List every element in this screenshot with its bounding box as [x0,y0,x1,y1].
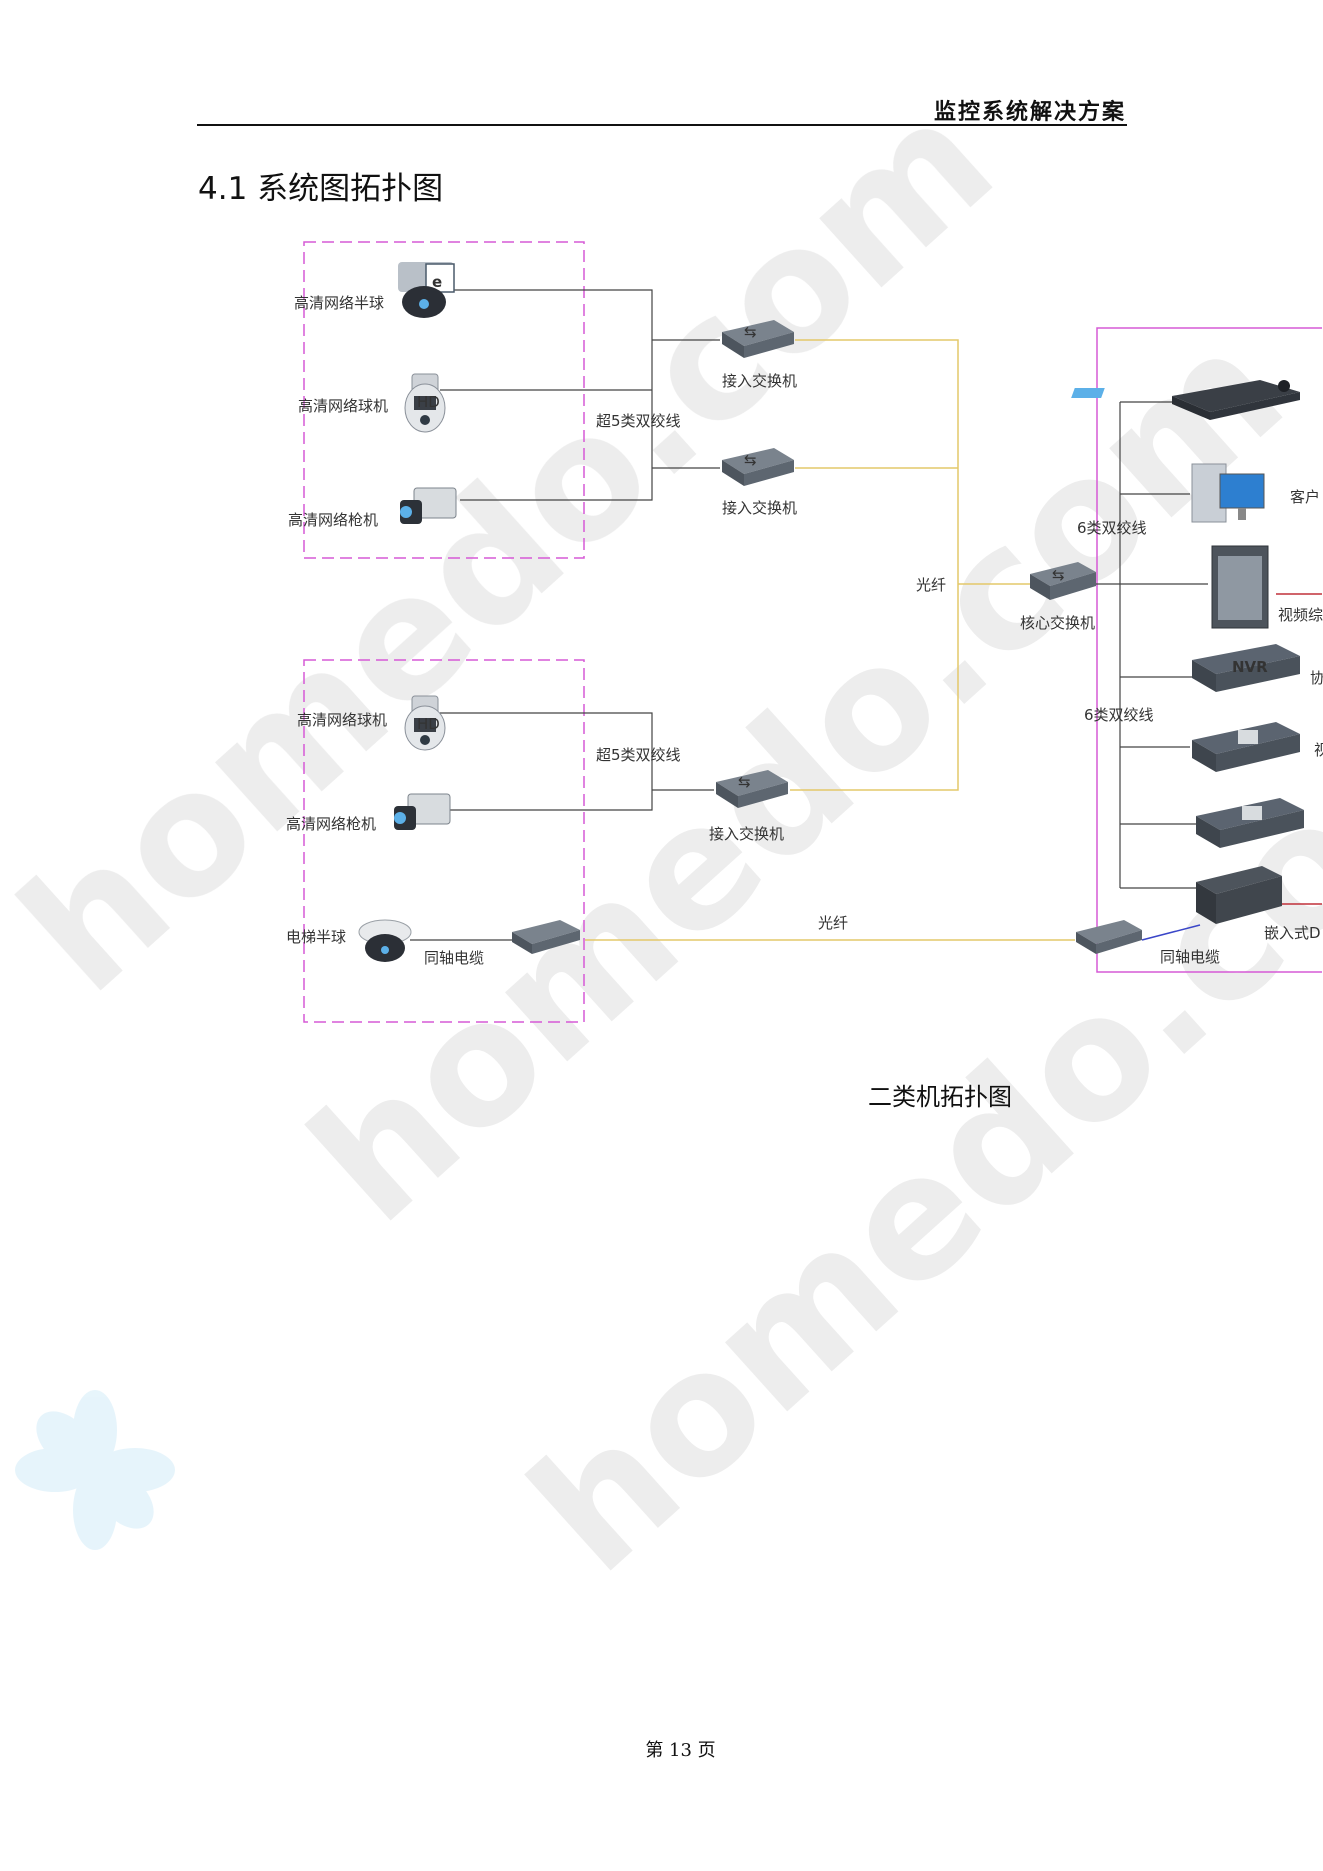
camera-group-1-border [303,241,585,559]
fiber-transceiver-left[interactable] [512,920,580,954]
nvr-device[interactable]: NVR 协 [1192,644,1323,692]
core-switch-icon [1030,562,1096,586]
monitor-icon [1219,473,1265,509]
hd-network-speed-dome-camera[interactable]: HD 高清网络球机 [298,373,446,433]
svg-text:⇆: ⇆ [738,773,751,791]
header-rule [197,124,1127,126]
fiber-bottom-label: 光纤 [818,914,848,932]
video-label: 视频综 [1278,606,1323,624]
decoder-device-1[interactable]: 视 [1192,722,1323,772]
flower-logo-watermark [15,1390,175,1550]
access-switch-1[interactable]: ⇆ 接入交换机 [722,320,797,390]
nvr-side-label: 协 [1310,669,1323,687]
elevator-dome-label: 电梯半球 [286,928,346,946]
switch-icon [722,320,794,346]
hd-network-speed-dome-camera-2[interactable]: HD 高清网络球机 [297,695,446,751]
transceiver-icon [1076,920,1142,944]
running-header: 监控系统解决方案 [933,99,1126,125]
elevator-dome-camera[interactable]: 电梯半球 [286,919,412,962]
client-label: 客户 [1290,488,1320,506]
core-switch-label: 核心交换机 [1020,614,1095,632]
cat5e-cable-label-2: 超5类双绞线 [596,746,681,764]
access-switch-3-label: 接入交换机 [709,825,784,843]
speed-dome-2-label: 高清网络球机 [297,711,387,729]
coax-cable-label-left: 同轴电缆 [424,949,484,967]
coax-link-right [1141,924,1201,941]
fiber-links [585,339,1075,941]
speed-dome-label: 高清网络球机 [298,397,388,415]
dome-camera-label: 高清网络半球 [294,294,384,312]
hd-network-bullet-camera-2[interactable]: 高清网络枪机 [286,793,451,833]
cat6-label-top: 6类双绞线 [1077,519,1147,537]
access-switch-3[interactable]: ⇆ 接入交换机 [709,770,788,843]
cat6-label-bottom: 6类双绞线 [1084,706,1154,724]
access-switch-2-label: 接入交换机 [722,499,797,517]
page-number: 第 13 页 [645,1740,716,1761]
ie-icon [425,263,455,293]
client-computer[interactable]: 客户 [1191,463,1320,523]
bullet-camera-label: 高清网络枪机 [288,511,378,529]
control-room-border [1096,327,1322,973]
camera-group-2-border [303,659,585,1023]
core-switch[interactable]: ⇆ 核心交换机 [1020,562,1096,632]
video-matrix-server[interactable]: 视频综 [1211,545,1323,629]
access-switch-2[interactable]: ⇆ 接入交换机 [722,448,797,517]
embedded-label: 嵌入式D [1264,924,1321,942]
watermark-text: homedo.com [0,62,1030,1031]
switch-icon [716,770,788,796]
svg-text:⇆: ⇆ [744,451,757,469]
section-heading: 4.1 系统图拓扑图 [198,171,444,207]
switch-icon [722,448,794,474]
hd-network-dome-camera[interactable]: e 高清网络半球 [294,262,455,318]
bullet-camera-2-label: 高清网络枪机 [286,815,376,833]
fiber-label: 光纤 [916,576,946,594]
hd-network-bullet-camera[interactable]: 高清网络枪机 [288,487,457,529]
decoder-device-2[interactable] [1196,798,1304,848]
diagram-caption: 二类机拓扑图 [868,1083,1012,1111]
access-switch-1-label: 接入交换机 [722,372,797,390]
fiber-transceiver-right[interactable] [1076,920,1142,954]
svg-text:HD: HD [417,715,440,733]
svg-text:⇆: ⇆ [1052,566,1065,584]
keyboard-icon [1172,380,1300,412]
svg-text:HD: HD [417,393,440,411]
device-side-label: 视 [1314,741,1323,759]
coax-cable-label-right: 同轴电缆 [1160,948,1220,966]
embedded-dvr[interactable]: 嵌入式D [1196,866,1321,942]
transceiver-icon [512,920,580,944]
svg-text:e: e [432,273,442,291]
copper-cables [440,289,1208,889]
nvr-text: NVR [1232,658,1268,676]
dvr-icon [1196,866,1282,894]
cat5e-cable-label-1: 超5类双绞线 [596,412,681,430]
watermark: homedo.com homedo.com homedo.com [0,62,1323,1611]
nvr-icon [1192,644,1300,674]
svg-text:⇆: ⇆ [744,323,757,341]
keyboard-controller[interactable] [1071,380,1300,420]
